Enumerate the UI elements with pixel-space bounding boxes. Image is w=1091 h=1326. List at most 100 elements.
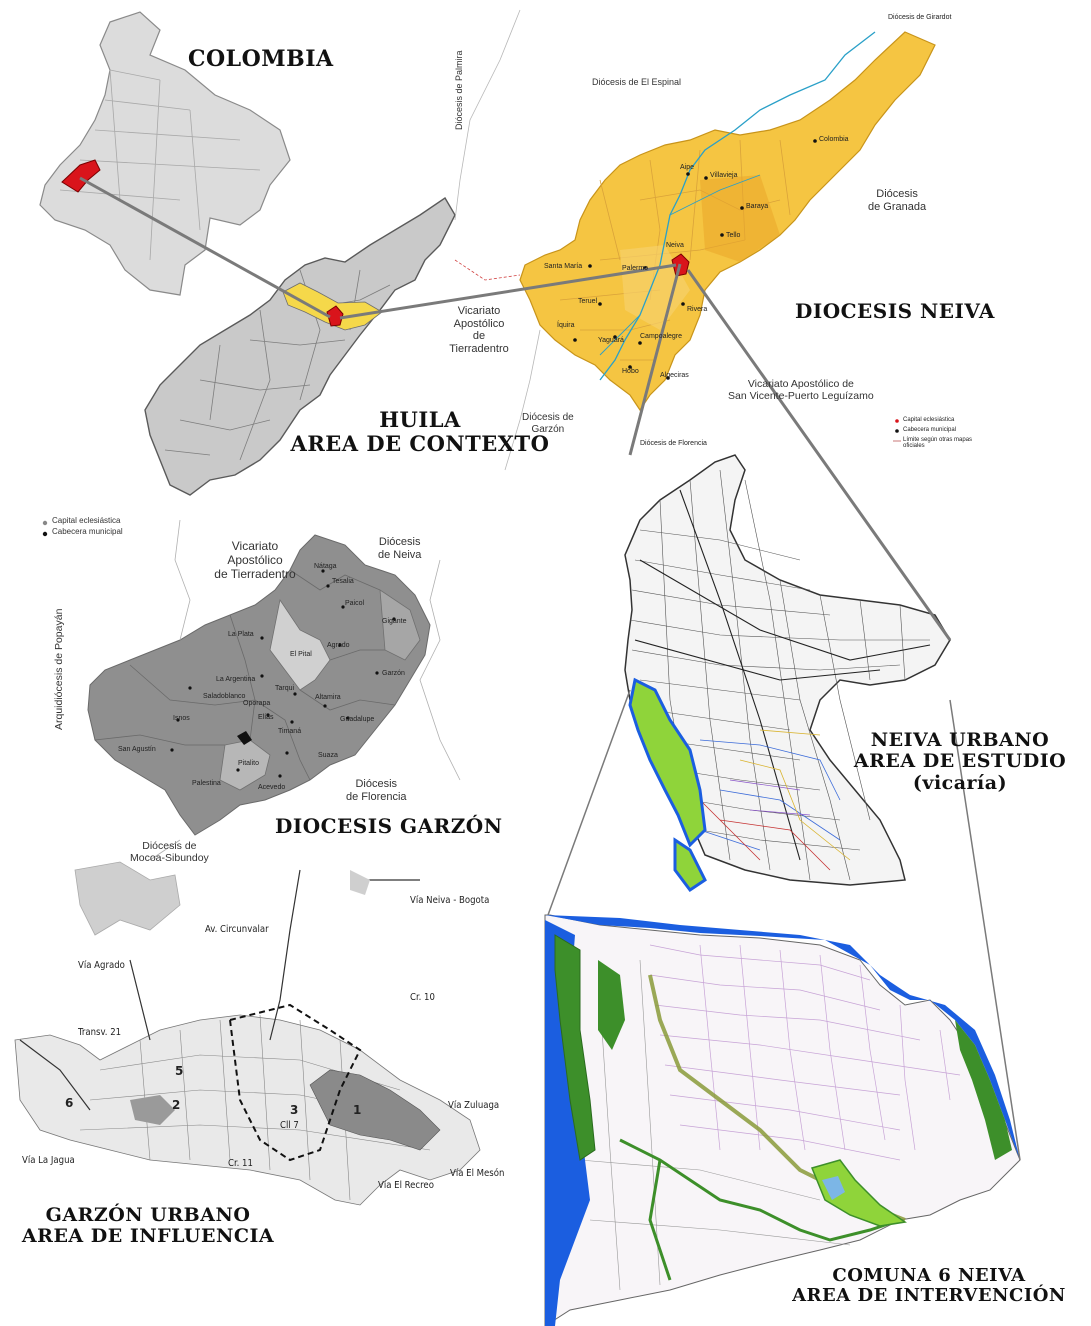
label-neiva-neighbor: Diócesis de Neiva (378, 536, 421, 561)
gz-oporapa: Oporapa (243, 700, 271, 707)
neiva-urbano-title-line3: (vicaría) (912, 771, 1008, 794)
gz-gigante: Gigante (382, 618, 407, 625)
label-san-vicente-line1: Vicariato Apostólico de (747, 378, 854, 390)
muni-baraya: Baraya (746, 203, 769, 210)
huila-title-line1: HUILA (379, 407, 461, 432)
zone-2: 2 (172, 1098, 181, 1112)
road-circunvalar: Av. Circunvalar (205, 924, 269, 935)
label-palmira: Diócesis de Palmira (454, 50, 464, 130)
neiva-urbano-title: NEIVA URBANO AREA DE ESTUDIO (vicaría) (840, 729, 1080, 794)
muni-teruel: Teruel (578, 298, 598, 305)
gz-san-agustin: San Agustín (118, 746, 156, 753)
road-la-jagua: Vía La Jagua (22, 1155, 75, 1166)
gz-acevedo: Acevedo (258, 784, 286, 791)
lake-park (810, 1159, 907, 1227)
label-san-vicente: Vicariato Apostólico de San Vicente-Puer… (728, 378, 874, 402)
gz-isnos: Isnos (173, 715, 190, 722)
muni-villavieja: Villavieja (710, 172, 738, 179)
label-tierradentro-garzon-line1: Vicariato (231, 539, 279, 553)
label-neiva-neighbor-line2: de Neiva (378, 548, 422, 561)
label-san-vicente-line2: San Vicente-Puerto Leguízamo (728, 390, 874, 403)
garzon-legend-capital: Capital eclesiástica (52, 516, 121, 525)
muni-algeciras: Algeciras (660, 372, 689, 379)
label-girardot: Diócesis de Girardot (888, 14, 952, 21)
zone-5: 5 (175, 1064, 184, 1078)
muni-campoalegre: Campoalegre (640, 333, 683, 340)
garzon-legend-markers (42, 520, 48, 537)
neiva-diocese-in-huila (282, 282, 383, 331)
gz-timana: Timaná (278, 728, 302, 735)
label-garzon-neighbor-line2: Garzón (531, 423, 565, 435)
garzon-legend-cabecera: Cabecera municipal (52, 527, 123, 536)
label-tierradentro-garzon: Vicariato Apostólico de Tierradentro (200, 539, 310, 581)
label-florencia-garzon-line2: de Florencia (346, 790, 407, 803)
gz-palestina: Palestina (192, 780, 221, 787)
gz-pitalito: Pitalito (238, 760, 260, 767)
gz-agrado: Agrado (327, 642, 350, 649)
diocesis-garzon-map (87, 519, 461, 861)
muni-colombia: Colombia (819, 136, 849, 143)
huila-highlight (61, 159, 101, 193)
neiva-wetland-strip (628, 677, 707, 848)
diocesis-neiva-map (454, 9, 936, 471)
label-tierradentro-neiva-line3: de (472, 330, 486, 343)
comuna6-map (544, 914, 1021, 1326)
label-florencia-garzon: Diócesis de Florencia (346, 778, 407, 803)
label-tierradentro-garzon-line2: Apostólico (227, 552, 283, 567)
gz-garzon: Garzón (382, 670, 405, 677)
neiva-legend-limite: Límite según otras mapas oficiales (903, 437, 973, 449)
muni-palermo: Palermo (622, 265, 649, 272)
magdalena-river (599, 31, 876, 381)
label-tierradentro-neiva-line2: Apostólico (453, 317, 505, 330)
muni-tello: Tello (726, 232, 741, 239)
label-tierradentro-neiva-line4: Tierradentro (449, 342, 509, 355)
muni-rivera: Rivera (687, 306, 708, 313)
label-florencia-garzon-line1: Diócesis (355, 778, 398, 790)
muni-santa-maria: Santa María (544, 263, 583, 270)
road-cr10: Cr. 10 (410, 992, 435, 1003)
muni-neiva: Neiva (666, 242, 684, 249)
garzon-urbano-title-line2: AREA DE INFLUENCIA (21, 1225, 275, 1248)
label-granada-line1: Diócesis (876, 188, 918, 200)
connector-lines (79, 176, 1021, 1161)
label-mocoa-line2: Mocoa-Sibundoy (130, 852, 209, 865)
neiva-highlight (326, 305, 344, 327)
neiva-legend-capital: Capital eclesiástica (903, 417, 955, 423)
road-transv21: Transv. 21 (78, 1027, 122, 1038)
label-granada: Diócesis de Granada (868, 188, 926, 213)
huila-map (144, 197, 456, 496)
muni-yaguara: Yaguará (598, 337, 624, 344)
garzon-urbano-title-line1: GARZÓN URBANO (45, 1204, 251, 1226)
road-zuluaga: Vía Zuluaga (448, 1100, 500, 1111)
gz-el-pital: El Pital (290, 651, 312, 658)
label-mocoa-line1: Diócesis de (142, 840, 197, 852)
gz-guadalupe: Guadalupe (340, 716, 375, 723)
label-popayan: Arquidiócesis de Popayán (53, 608, 65, 730)
neiva-legend-markers (893, 419, 901, 442)
label-florencia-neighbor: Diócesis de Florencia (640, 440, 707, 447)
huila-title-line2: AREA DE CONTEXTO (290, 430, 550, 456)
gz-la-plata: La Plata (228, 631, 254, 638)
label-garzon-neighbor-line1: Diócesis de (522, 412, 574, 423)
gz-suaza: Suaza (318, 752, 338, 759)
neiva-urbano-title-line2: AREA DE ESTUDIO (853, 750, 1067, 773)
gz-saladoblanco: Saladoblanco (203, 693, 246, 700)
label-neiva-neighbor-line1: Diócesis (378, 536, 421, 548)
muni-hobo: Hobo (622, 368, 639, 375)
road-cll7: Cll 7 (280, 1120, 299, 1131)
zone-1: 1 (353, 1103, 362, 1117)
label-tierradentro-neiva-line1: Vicariato (457, 305, 501, 317)
comuna6-title: COMUNA 6 NEIVA AREA DE INTERVENCIÓN (770, 1265, 1088, 1307)
gz-natanga: Nátaga (314, 563, 337, 570)
road-agrado: Vía Agrado (78, 960, 125, 971)
gz-tesalia: Tesalia (332, 578, 354, 585)
road-el-meson: Vía El Mesón (450, 1168, 505, 1179)
label-mocoa: Diócesis de Mocoa-Sibundoy (130, 840, 209, 864)
comuna6-title-line2: AREA DE INTERVENCIÓN (792, 1285, 1066, 1307)
garzon-urbano-map (14, 861, 481, 1206)
label-tierradentro-garzon-line3: de Tierradentro (214, 566, 296, 581)
diocesis-neiva-title: DIOCESIS NEIVA (795, 299, 995, 323)
label-granada-line2: de Granada (868, 200, 927, 213)
neiva-urbano-map (624, 454, 951, 893)
